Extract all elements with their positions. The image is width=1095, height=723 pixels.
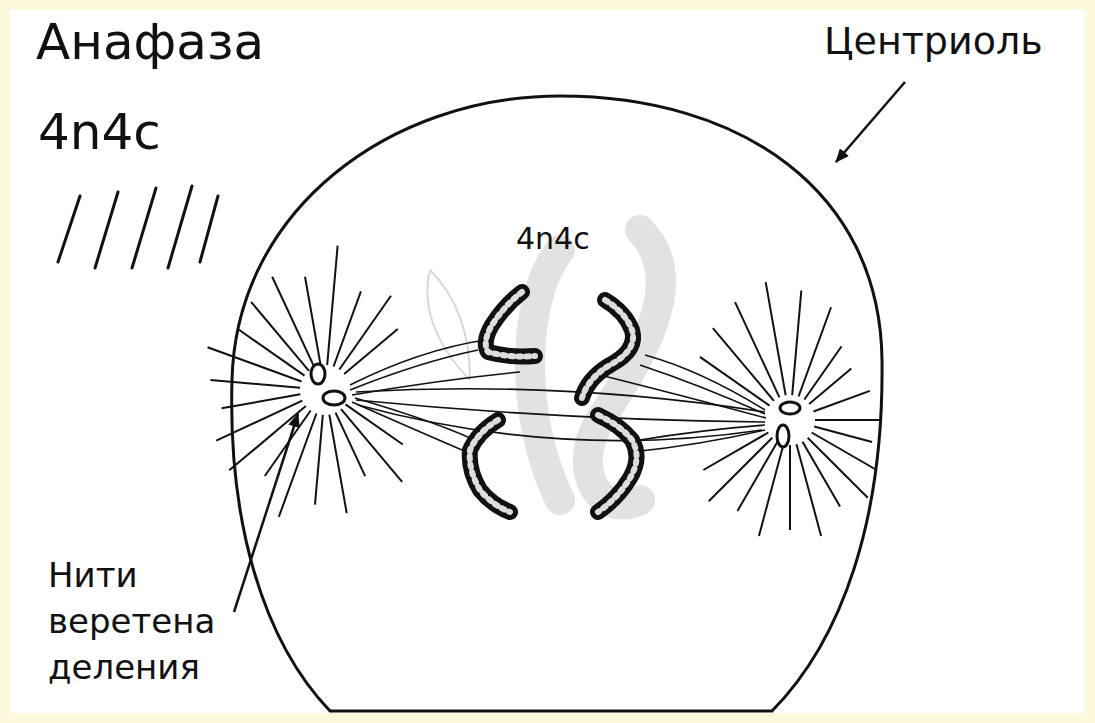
hatch-marks [58, 186, 218, 268]
stage-title: Анафаза [36, 14, 264, 72]
chromosome-formula: 4n4c [38, 104, 161, 162]
centriole-leader [836, 82, 905, 162]
chromosomes [470, 292, 637, 512]
spindle-fibres [350, 340, 766, 452]
watermark-leaf [427, 270, 470, 380]
centrioles [311, 364, 800, 447]
chromosome-formula: 4n4c [516, 222, 590, 257]
part-label: Нити веретена деления [48, 552, 248, 690]
spindle-leader [234, 414, 298, 612]
astral-rays-right [700, 282, 880, 536]
cell-membrane [232, 96, 882, 711]
part-label: Центриоль [824, 20, 1043, 64]
